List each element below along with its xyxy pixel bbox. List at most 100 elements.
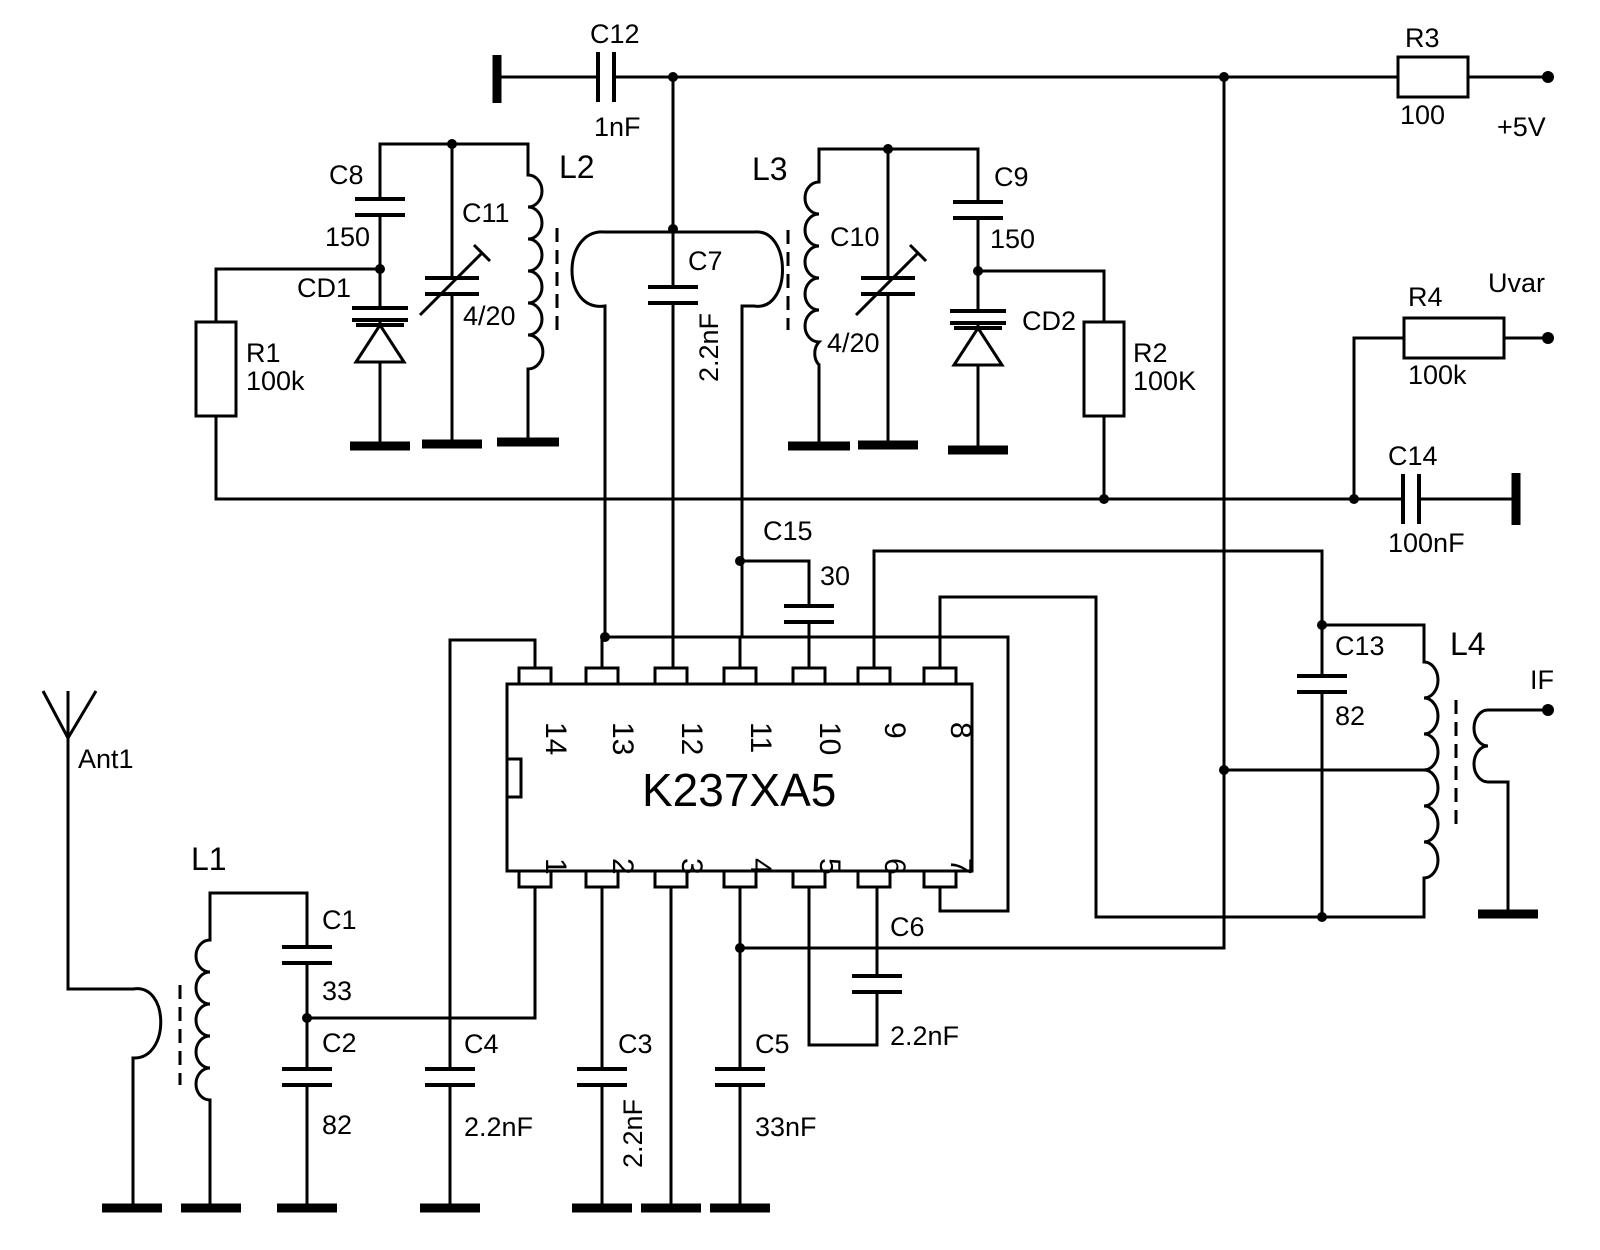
ic-bottom-wiring <box>305 885 1226 1213</box>
r3-ref: R3 <box>1405 23 1440 53</box>
c8-value: 150 <box>325 222 370 252</box>
cd1-ref: CD1 <box>297 273 351 303</box>
c3-ref: C3 <box>618 1029 653 1059</box>
pin-5: 5 <box>813 858 846 875</box>
pin-8: 8 <box>944 722 977 739</box>
terminal-output: IF <box>1508 665 1554 716</box>
l1-ref: L1 <box>191 841 227 877</box>
trimmer-c10: C10 4/20 <box>827 222 928 358</box>
output-label: IF <box>1530 665 1554 695</box>
cd2-ref: CD2 <box>1022 306 1076 336</box>
r2-value: 100K <box>1133 366 1196 396</box>
capacitor-c12: C12 1nF <box>590 19 641 142</box>
r4-ref: R4 <box>1408 282 1443 312</box>
r2-ref: R2 <box>1133 338 1168 368</box>
c2-ref: C2 <box>322 1028 357 1058</box>
pin-10: 10 <box>813 722 846 755</box>
pin-4: 4 <box>744 858 777 875</box>
antenna: Ant1 <box>41 690 135 991</box>
terminal-supply: +5V <box>1497 71 1554 142</box>
tuning-line <box>214 336 1545 525</box>
resistor-r2: R2 100K <box>1082 320 1196 418</box>
c6-value: 2.2nF <box>890 1021 959 1051</box>
c4-value: 2.2nF <box>464 1112 533 1142</box>
c7-value: 2.2nF <box>694 313 724 382</box>
pin-14: 14 <box>539 722 572 755</box>
r1-ref: R1 <box>246 338 281 368</box>
supply-label: +5V <box>1497 112 1546 142</box>
c1-ref: C1 <box>322 905 357 935</box>
l2-ref: L2 <box>559 149 595 185</box>
resistor-r3: R3 100 <box>1396 23 1470 130</box>
supply-rail <box>492 55 1545 103</box>
capacitor-c7: C7 2.2nF <box>648 246 724 382</box>
transformer-l4: L4 <box>1422 623 1538 919</box>
l3-ref: L3 <box>752 151 788 187</box>
capacitor-c4: C4 2.2nF <box>425 1029 533 1142</box>
varicap-cd2: CD2 <box>950 306 1076 367</box>
inductor-l3: L3 <box>752 151 823 367</box>
c4-ref: C4 <box>464 1029 499 1059</box>
c12-value: 1nF <box>594 112 641 142</box>
inductor-l1: L1 <box>102 841 309 1213</box>
c11-value: 4/20 <box>463 301 516 331</box>
c13-ref: C13 <box>1335 631 1385 661</box>
tuning-label: Uvar <box>1488 268 1545 298</box>
pin-9: 9 <box>878 722 911 739</box>
c8-ref: C8 <box>329 160 364 190</box>
r1-value: 100k <box>246 366 305 396</box>
l4-ref: L4 <box>1450 626 1486 662</box>
capacitor-c13: C13 82 <box>1297 631 1385 731</box>
capacitor-c3: C3 2.2nF <box>577 1029 653 1168</box>
capacitor-c1: C1 33 <box>282 905 357 1006</box>
c3-value: 2.2nF <box>618 1099 648 1168</box>
inductor-l2: L2 <box>527 149 595 371</box>
c6-ref: C6 <box>890 912 925 942</box>
terminal-tuning: Uvar <box>1488 268 1554 344</box>
c9-value: 150 <box>990 224 1035 254</box>
c9-ref: C9 <box>994 162 1029 192</box>
capacitor-c15: C15 30 <box>763 516 850 624</box>
pin-7: 7 <box>944 858 977 875</box>
c10-ref: C10 <box>830 222 880 252</box>
c14-value: 100nF <box>1388 528 1465 558</box>
input-divider <box>277 891 337 1213</box>
c15-value: 30 <box>820 561 850 591</box>
pin-3: 3 <box>675 858 708 875</box>
pin-13: 13 <box>606 722 639 755</box>
c10-value: 4/20 <box>827 328 880 358</box>
pin-6: 6 <box>878 858 911 875</box>
pin-2: 2 <box>606 858 639 875</box>
antenna-label: Ant1 <box>78 744 134 774</box>
capacitor-c2: C2 82 <box>282 1028 357 1140</box>
c1-value: 33 <box>322 976 352 1006</box>
resistor-r4: R4 100k <box>1402 282 1506 390</box>
r4-value: 100k <box>1408 360 1467 390</box>
c11-ref: C11 <box>462 198 510 228</box>
capacitor-c9: C9 150 <box>953 162 1035 254</box>
c15-ref: C15 <box>763 516 813 546</box>
r3-value: 100 <box>1400 100 1445 130</box>
varicap-cd1: CD1 <box>297 273 408 364</box>
trimmer-c11: C11 4/20 <box>418 198 516 331</box>
c14-ref: C14 <box>1388 441 1438 471</box>
c12-ref: C12 <box>590 19 640 49</box>
resistor-r1: R1 100k <box>194 320 305 418</box>
c5-value: 33nF <box>755 1112 817 1142</box>
pin-1: 1 <box>539 858 572 875</box>
capacitor-c5: C5 33nF <box>715 1029 817 1142</box>
capacitor-c8: C8 150 <box>325 160 405 252</box>
c13-value: 82 <box>1335 701 1365 731</box>
ic-k237xa5: K237XA5 14 13 12 11 10 9 8 1 2 3 4 5 6 7 <box>505 666 977 889</box>
c5-ref: C5 <box>755 1029 790 1059</box>
capacitor-c14: C14 100nF <box>1388 441 1465 558</box>
link-winding <box>570 224 784 677</box>
pin-12: 12 <box>675 722 708 755</box>
c7-ref: C7 <box>688 246 723 276</box>
ic-part-number: K237XA5 <box>642 764 836 816</box>
capacitor-c6: C6 2.2nF <box>852 912 959 1051</box>
ic-top-wiring <box>448 549 1426 1071</box>
left-tank <box>214 139 559 501</box>
pin-11: 11 <box>744 722 777 753</box>
